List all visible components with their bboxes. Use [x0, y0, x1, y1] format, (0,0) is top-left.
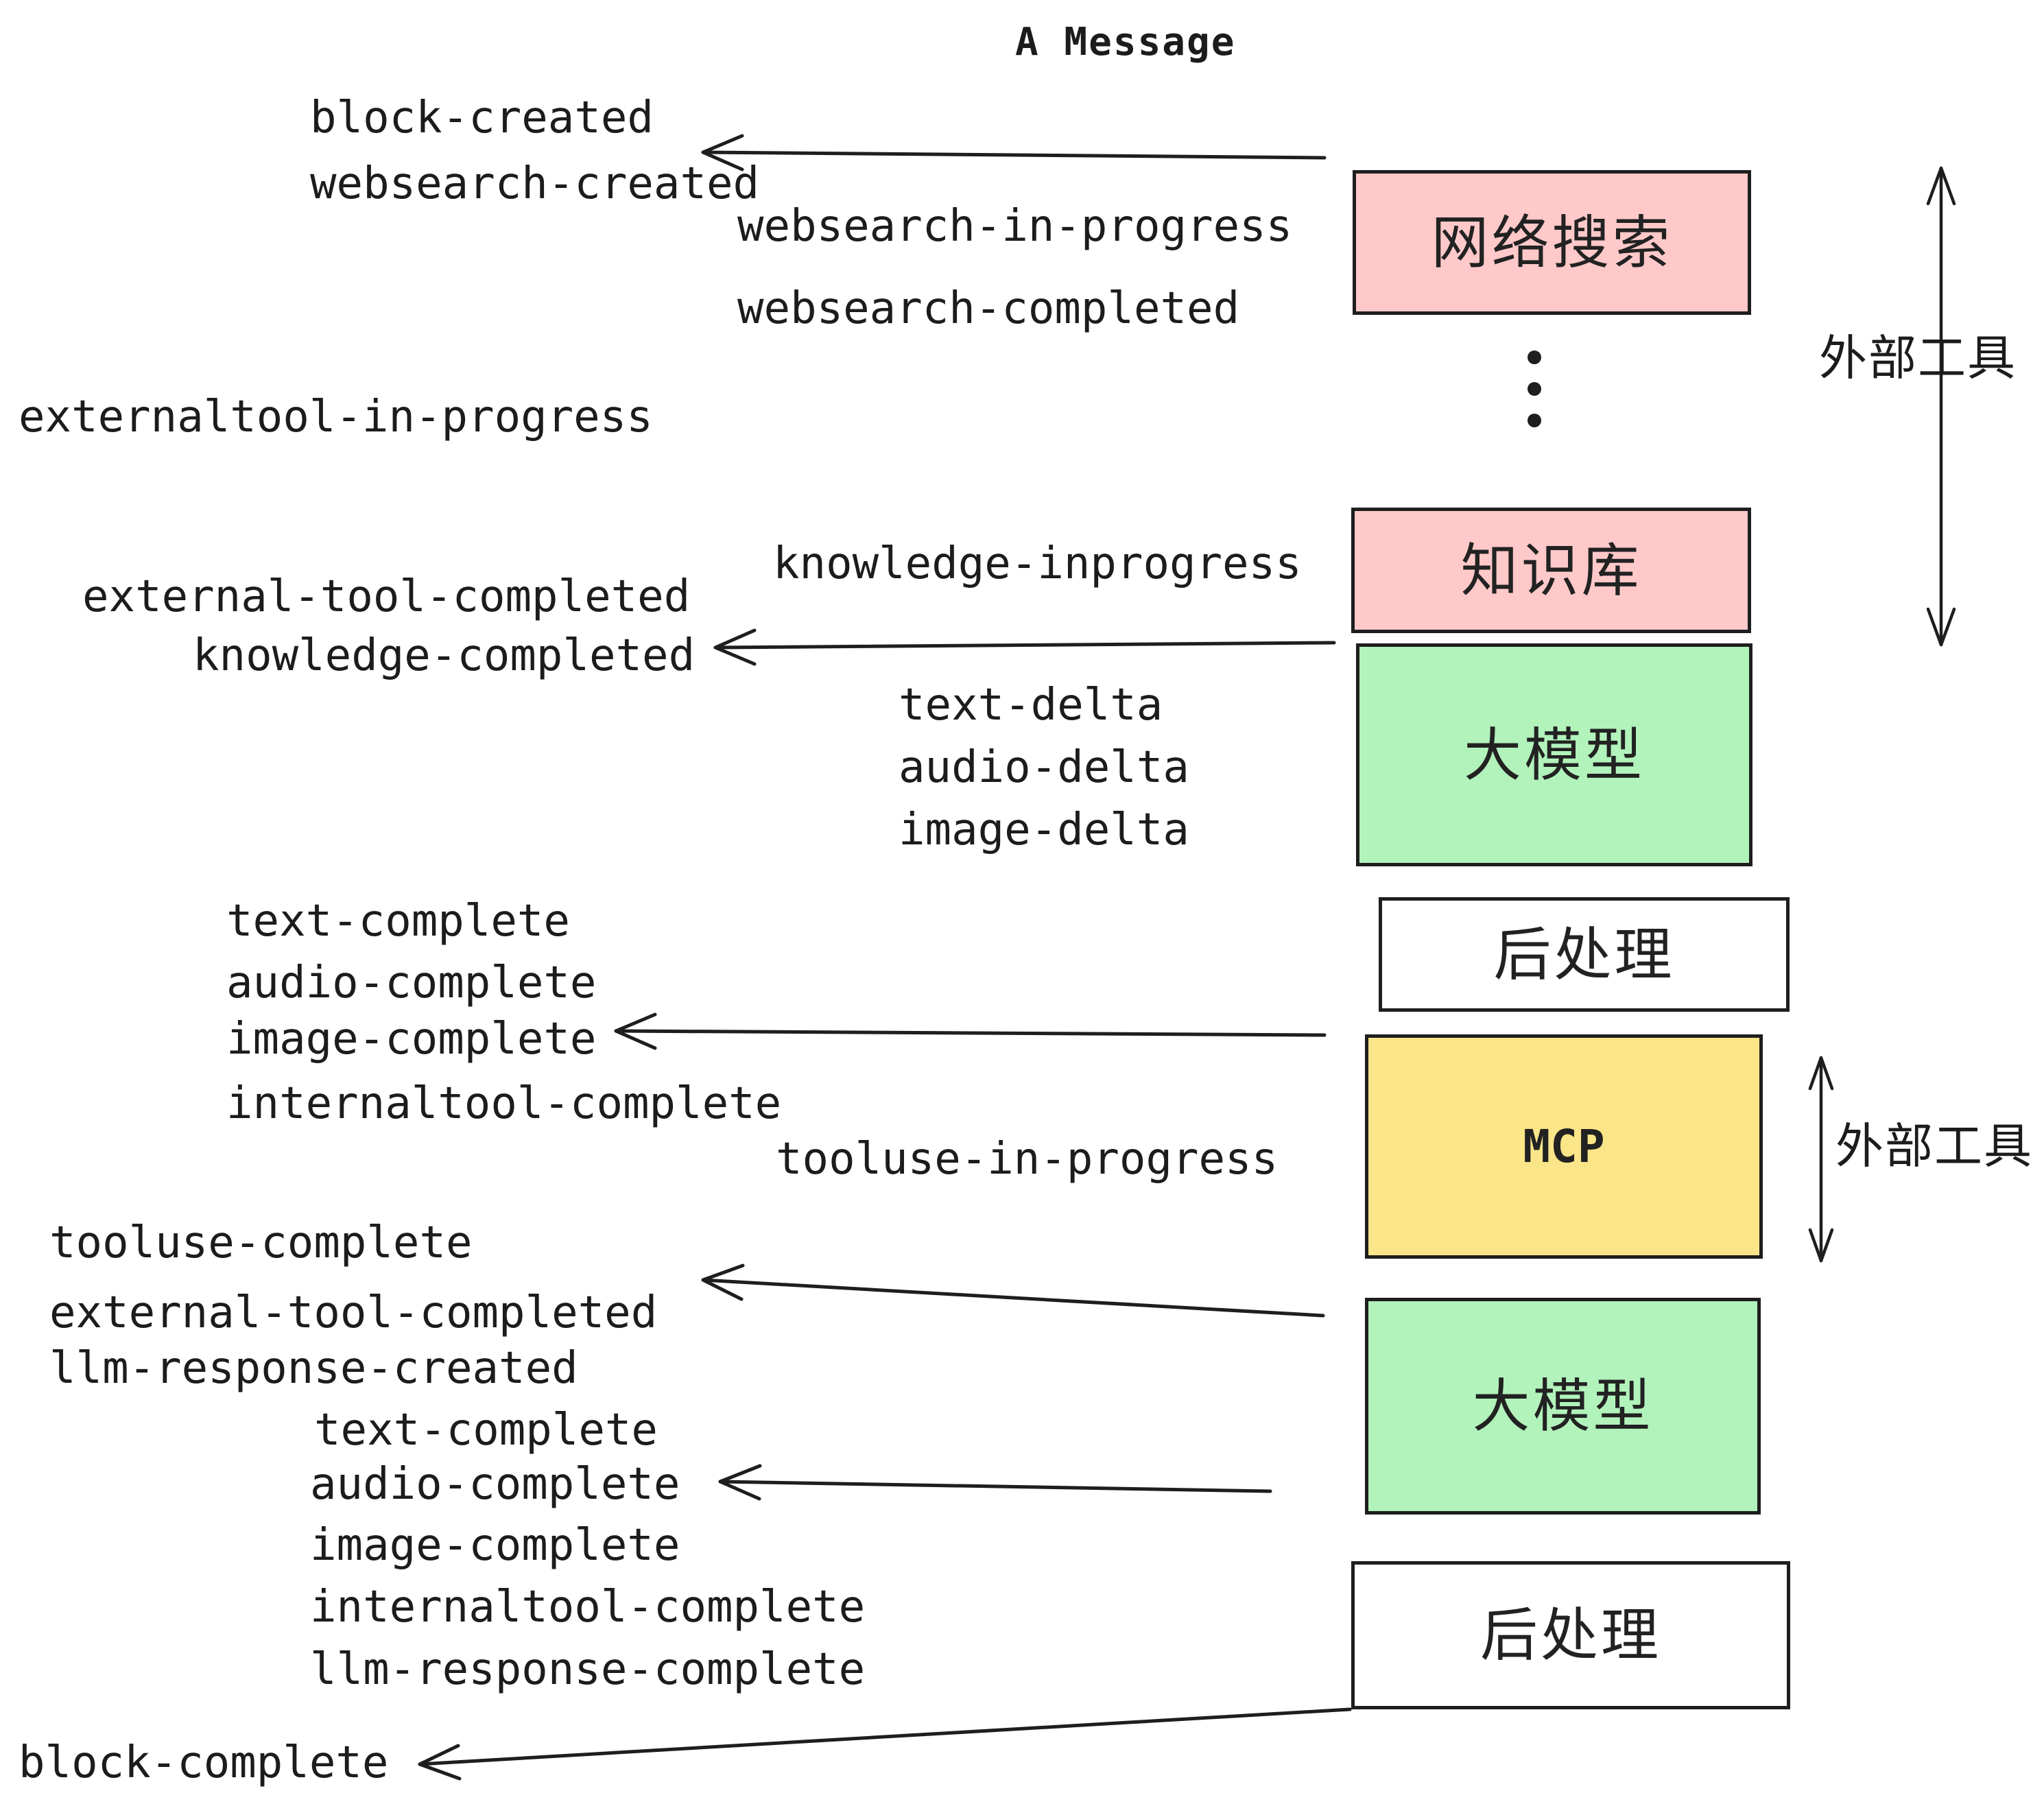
arrow-to-audio-complete — [718, 1464, 1272, 1501]
box-llm-2: 大模型 — [1365, 1298, 1761, 1515]
event-audio-complete-1: audio-complete — [226, 958, 597, 1008]
event-text-complete-2: text-complete — [314, 1405, 658, 1456]
external-tools-label-bottom: 外部工具 — [1835, 1119, 2033, 1173]
box-post-process-2-label: 后处理 — [1479, 1603, 1661, 1667]
event-llm-response-complete: llm-response-complete — [310, 1644, 866, 1695]
event-audio-delta-1: audio-delta — [899, 742, 1189, 793]
external-tools-range-arrow-top — [1926, 166, 1956, 647]
event-externaltool-in-progress: externaltool-in-progress — [19, 392, 653, 442]
box-mcp: MCP — [1365, 1034, 1763, 1259]
box-post-process-2: 后处理 — [1351, 1561, 1790, 1709]
arrow-to-image-complete — [614, 1012, 1327, 1050]
event-websearch-created: websearch-created — [310, 158, 760, 209]
event-tooluse-in-progress: tooluse-in-progress — [776, 1134, 1279, 1185]
event-websearch-completed: websearch-completed — [737, 283, 1240, 334]
event-audio-complete-2: audio-complete — [310, 1459, 680, 1510]
box-mcp-label: MCP — [1523, 1119, 1605, 1173]
event-block-complete: block-complete — [19, 1737, 389, 1788]
box-llm-2-label: 大模型 — [1472, 1374, 1654, 1438]
event-llm-response-created: llm-response-created — [49, 1343, 578, 1394]
event-websearch-in-progress: websearch-in-progress — [737, 201, 1293, 252]
box-knowledge-base: 知识库 — [1351, 508, 1751, 633]
event-internaltool-complete-2: internaltool-complete — [310, 1582, 866, 1633]
event-external-tool-completed-1: external-tool-completed — [82, 571, 691, 622]
event-internaltool-complete-1: internaltool-complete — [226, 1078, 782, 1129]
ellipsis-dots — [1528, 351, 1541, 427]
box-llm-1-label: 大模型 — [1463, 722, 1645, 787]
box-post-process-1: 后处理 — [1379, 897, 1790, 1012]
event-text-complete-1: text-complete — [226, 896, 570, 947]
arrow-to-block-complete — [418, 1707, 1352, 1781]
event-text-delta-1: text-delta — [899, 680, 1163, 731]
box-llm-1: 大模型 — [1356, 643, 1752, 866]
event-image-delta-1: image-delta — [899, 805, 1189, 855]
event-image-complete-2: image-complete — [310, 1520, 680, 1571]
arrow-to-knowledge-completed — [713, 628, 1336, 666]
box-web-search: 网络搜索 — [1353, 170, 1751, 315]
external-tools-range-arrow-bottom — [1808, 1056, 1834, 1263]
external-tools-label-top: 外部工具 — [1819, 331, 2017, 385]
event-knowledge-inprogress: knowledge-inprogress — [773, 538, 1302, 589]
arrow-to-tooluse-complete — [701, 1263, 1325, 1318]
arrow-to-block-created — [701, 134, 1327, 171]
diagram-title: A Message — [1015, 20, 1236, 64]
box-post-process-1-label: 后处理 — [1493, 922, 1675, 987]
event-tooluse-complete: tooluse-complete — [49, 1218, 473, 1268]
box-web-search-label: 网络搜索 — [1431, 210, 1673, 275]
event-block-created: block-created — [310, 93, 654, 143]
event-knowledge-completed: knowledge-completed — [193, 630, 696, 681]
box-knowledge-base-label: 知识库 — [1460, 538, 1642, 603]
event-external-tool-completed-2: external-tool-completed — [49, 1287, 658, 1338]
event-image-complete-1: image-complete — [226, 1014, 597, 1065]
